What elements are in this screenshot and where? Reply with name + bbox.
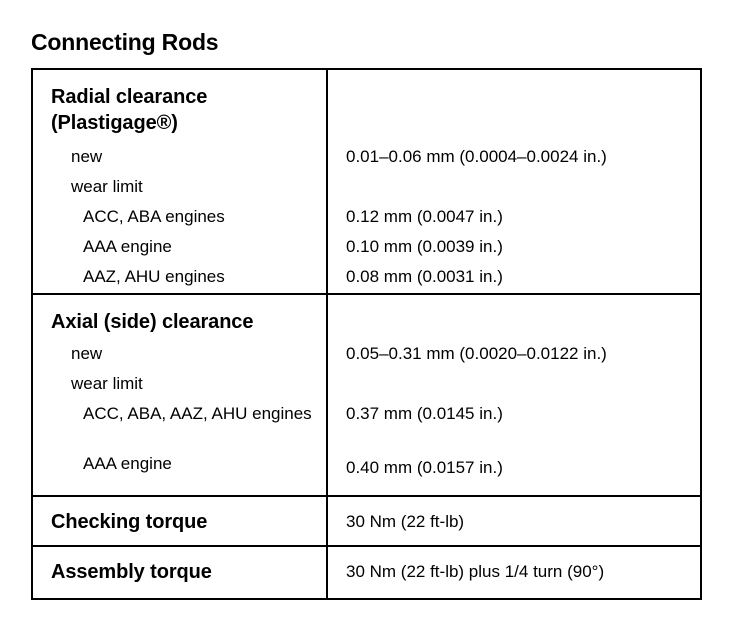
row-value-new: 0.01–0.06 mm (0.0004–0.0024 in.) xyxy=(346,147,607,166)
label-column: Radial clearance (Plastigage®) new wear … xyxy=(33,70,328,293)
row-label-aaa-engine: AAA engine xyxy=(83,454,172,473)
table-section-radial-clearance: Radial clearance (Plastigage®) new wear … xyxy=(33,70,700,293)
label-column: Axial (side) clearance new wear limit AC… xyxy=(33,295,328,495)
value-column: 0.01–0.06 mm (0.0004–0.0024 in.) 0.12 mm… xyxy=(328,70,700,293)
row-label-acc-aba-aaz-ahu-engines: ACC, ABA, AAZ, AHU engines xyxy=(83,404,312,423)
page-title: Connecting Rods xyxy=(31,29,219,55)
row-value-assembly-torque: 30 Nm (22 ft-lb) plus 1/4 turn (90°) xyxy=(346,562,605,581)
section-heading-checking-torque: Checking torque xyxy=(51,511,208,533)
row-value-acc-aba-engines: 0.12 mm (0.0047 in.) xyxy=(346,207,503,226)
row-label-wear-limit: wear limit xyxy=(71,177,143,196)
value-column: 30 Nm (22 ft-lb) xyxy=(328,497,700,545)
row-value-acc-aba-aaz-ahu-engines: 0.37 mm (0.0145 in.) xyxy=(346,404,503,423)
row-value-aaz-ahu-engines: 0.08 mm (0.0031 in.) xyxy=(346,267,503,286)
row-label-aaz-ahu-engines: AAZ, AHU engines xyxy=(83,267,225,286)
section-heading-assembly-torque: Assembly torque xyxy=(51,561,212,583)
row-value-aaa-engine: 0.40 mm (0.0157 in.) xyxy=(346,458,503,477)
section-heading-radial-clearance: Radial clearance (Plastigage®) xyxy=(51,84,207,136)
row-label-new: new xyxy=(71,147,103,166)
label-column: Checking torque xyxy=(33,497,328,545)
value-column: 30 Nm (22 ft-lb) plus 1/4 turn (90°) xyxy=(328,547,700,598)
section-heading-axial-clearance: Axial (side) clearance xyxy=(51,311,254,333)
row-value-aaa-engine: 0.10 mm (0.0039 in.) xyxy=(346,237,503,256)
row-value-checking-torque: 30 Nm (22 ft-lb) xyxy=(346,512,465,531)
table-section-axial-clearance: Axial (side) clearance new wear limit AC… xyxy=(33,293,700,495)
label-column: Assembly torque xyxy=(33,547,328,598)
row-label-new: new xyxy=(71,344,103,363)
row-label-aaa-engine: AAA engine xyxy=(83,237,172,256)
specification-table: Radial clearance (Plastigage®) new wear … xyxy=(31,68,702,600)
row-value-new: 0.05–0.31 mm (0.0020–0.0122 in.) xyxy=(346,344,607,363)
row-label-wear-limit: wear limit xyxy=(71,374,143,393)
row-label-acc-aba-engines: ACC, ABA engines xyxy=(83,207,225,226)
table-section-assembly-torque: Assembly torque 30 Nm (22 ft-lb) plus 1/… xyxy=(33,545,700,598)
section-heading-line2: (Plastigage®) xyxy=(51,112,178,134)
table-section-checking-torque: Checking torque 30 Nm (22 ft-lb) xyxy=(33,495,700,545)
value-column: 0.05–0.31 mm (0.0020–0.0122 in.) 0.37 mm… xyxy=(328,295,700,495)
section-heading-line1: Radial clearance xyxy=(51,86,208,108)
